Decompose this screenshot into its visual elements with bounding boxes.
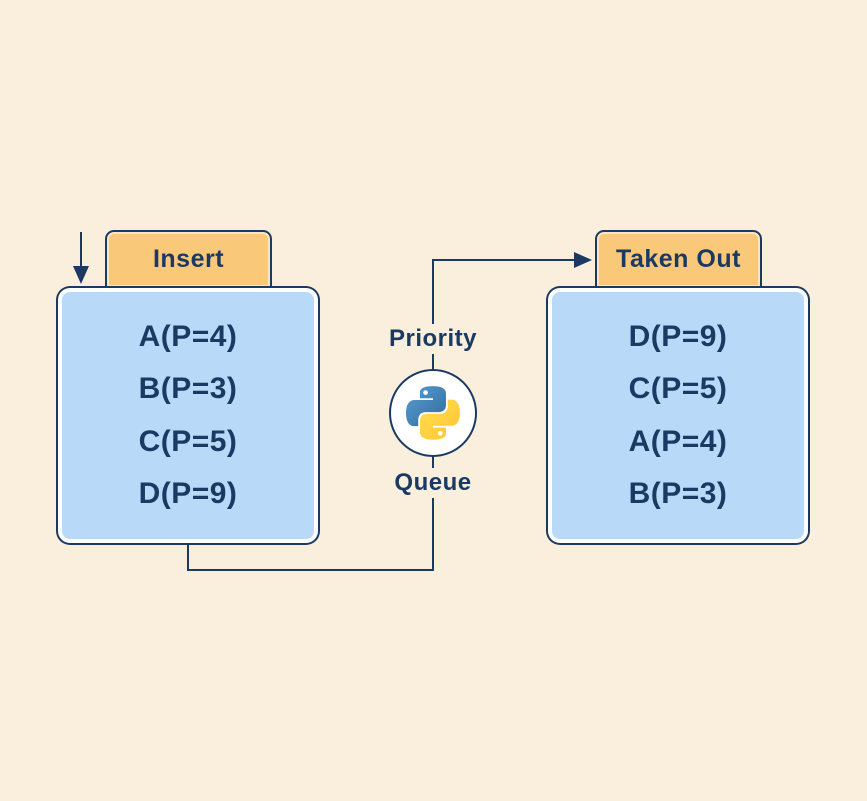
queue-item: C(P=5) [628,372,728,406]
queue-item: B(P=3) [628,476,728,510]
down-arrow-icon [73,266,89,284]
queue-item: D(P=9) [628,320,728,354]
queue-item: C(P=5) [138,424,238,458]
queue-item: A(P=4) [628,424,728,458]
python-logo-icon [389,369,477,457]
taken-out-tab-label: Taken Out [616,245,741,273]
queue-item: A(P=4) [138,320,238,354]
insert-tab: Insert [105,230,272,289]
right-arrow-icon [574,252,592,268]
insert-queue-box: A(P=4) B(P=3) C(P=5) D(P=9) [58,288,318,543]
flow-connector-line [187,259,576,571]
taken-out-box: D(P=9) C(P=5) A(P=4) B(P=3) [548,288,808,543]
insert-tab-label: Insert [152,245,225,273]
priority-label: Priority [381,324,485,354]
taken-out-tab: Taken Out [595,230,762,289]
queue-item: B(P=3) [138,372,238,406]
queue-label: Queue [387,468,479,498]
queue-item: D(P=9) [138,476,238,510]
